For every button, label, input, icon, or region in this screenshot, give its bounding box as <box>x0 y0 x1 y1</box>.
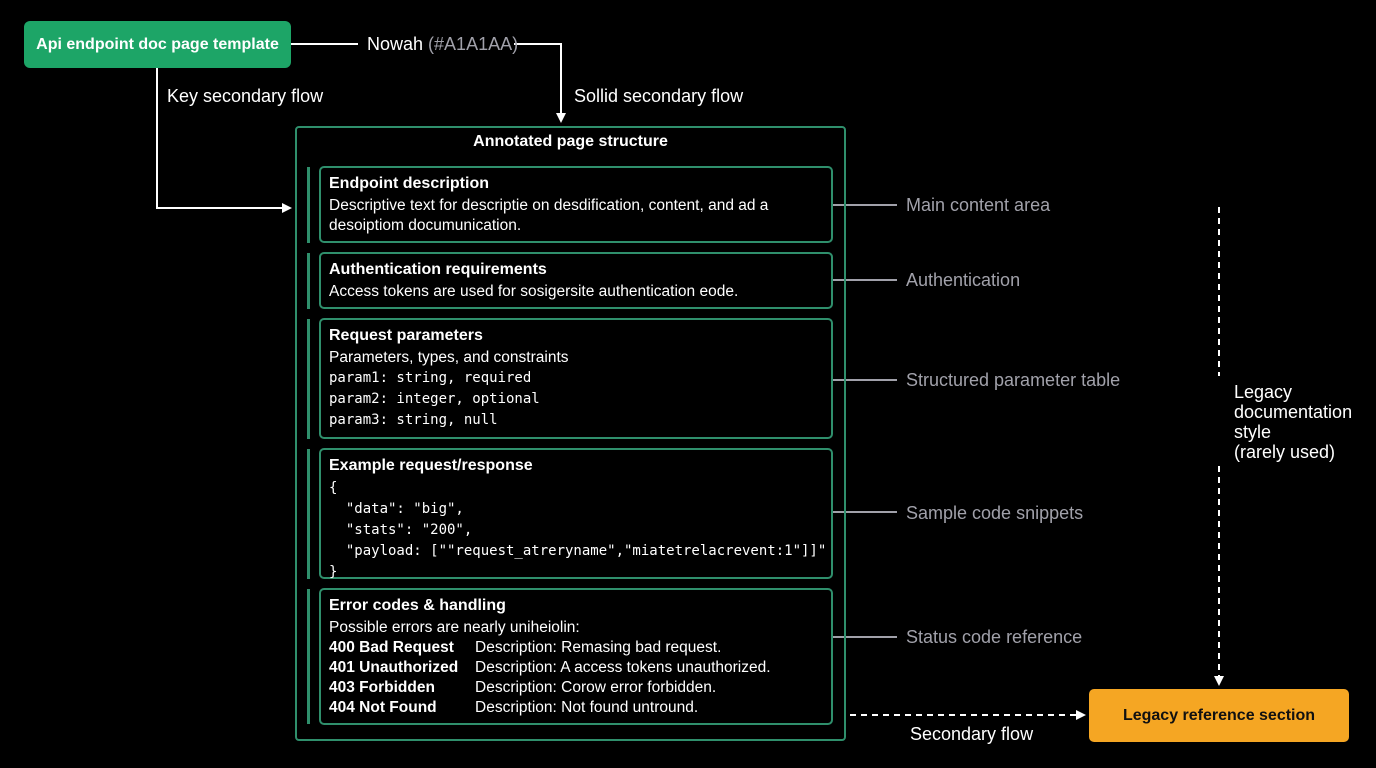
error-row: 403 Forbidden Description: Corow error f… <box>329 678 823 698</box>
param-line: param2: integer, optional <box>329 391 540 407</box>
legacy-reference-node: Legacy reference section <box>1089 689 1349 742</box>
section-text: Parameters, types, and constraints <box>329 349 569 366</box>
section-authentication: Authentication requirements Access token… <box>319 252 833 309</box>
error-row: 404 Not Found Description: Not found unt… <box>329 698 823 718</box>
section-accent-bar <box>307 589 310 724</box>
error-description: Description: Not found untround. <box>475 699 699 716</box>
param-line: param3: string, null <box>329 412 498 428</box>
annotation-status-codes: Status code reference <box>906 627 1083 647</box>
legacy-note-line: (rarely used) <box>1234 442 1336 462</box>
code-line: "payload: [""request_atreryname","miatet… <box>329 543 827 559</box>
legacy-note-line: documentation <box>1234 402 1353 422</box>
error-description: Description: Corow error forbidden. <box>475 679 717 696</box>
legacy-note-line: style <box>1234 422 1272 442</box>
nowah-text: Nowah <box>367 34 424 54</box>
nowah-flow-connector <box>291 43 566 123</box>
code-line: } <box>329 564 338 580</box>
legacy-note-line: Legacy <box>1234 382 1293 402</box>
error-row: 401 Unauthorized Description: A access t… <box>329 658 823 678</box>
section-accent-bar <box>307 449 310 579</box>
key-secondary-flow-label: Key secondary flow <box>167 86 324 106</box>
frame-title: Annotated page structure <box>473 133 668 150</box>
section-title: Endpoint description <box>329 175 489 192</box>
code-line: "data": "big", <box>329 501 464 517</box>
error-code: 403 Forbidden <box>329 679 435 696</box>
param-line: param1: string, required <box>329 370 532 386</box>
section-accent-bar <box>307 167 310 243</box>
annotation-connectors <box>833 204 897 638</box>
solid-secondary-flow-label: Sollid secondary flow <box>574 86 744 106</box>
section-example-request-response: Example request/response { "data": "big"… <box>319 448 833 580</box>
error-description: Description: Remasing bad request. <box>475 639 722 656</box>
section-title: Example request/response <box>329 457 533 474</box>
section-accent-bar <box>307 319 310 439</box>
section-request-parameters: Request parameters Parameters, types, an… <box>319 318 833 439</box>
section-title: Authentication requirements <box>329 261 547 278</box>
error-code: 400 Bad Request <box>329 639 454 656</box>
annotation-authentication: Authentication <box>906 270 1021 290</box>
nowah-hex: (#A1A1AA) <box>428 34 519 54</box>
error-row: 400 Bad Request Description: Remasing ba… <box>329 638 823 658</box>
section-endpoint-description: Endpoint description Descriptive text fo… <box>319 166 833 243</box>
annotation-main-content: Main content area <box>906 195 1051 215</box>
code-line: { <box>329 480 338 496</box>
code-line: "stats": "200", <box>329 522 473 538</box>
section-accent-bar <box>307 253 310 309</box>
legacy-note: Legacy documentation style (rarely used) <box>1234 382 1352 462</box>
section-title: Request parameters <box>329 327 483 344</box>
section-error-codes: Error codes & handling Possible errors a… <box>319 588 833 725</box>
section-text: Possible errors are nearly uniheiolin: <box>329 619 580 636</box>
nowah-label: Nowah (#A1A1AA) <box>367 34 518 55</box>
section-text: desoiptiom documunication. <box>329 217 522 234</box>
annotation-parameter-table: Structured parameter table <box>906 370 1121 390</box>
annotated-page-frame <box>295 126 846 741</box>
error-code: 401 Unauthorized <box>329 659 459 676</box>
annotation-code-snippets: Sample code snippets <box>906 503 1084 523</box>
section-title: Error codes & handling <box>329 597 506 614</box>
key-secondary-flow-connector <box>156 68 292 213</box>
secondary-flow-label: Secondary flow <box>910 724 1034 744</box>
section-text: Descriptive text for descriptie on desdi… <box>329 197 769 214</box>
error-code: 404 Not Found <box>329 699 437 716</box>
error-description: Description: A access tokens unauthorize… <box>475 659 771 676</box>
section-text: Access tokens are used for sosigersite a… <box>329 283 739 300</box>
template-node: Api endpoint doc page template <box>24 21 291 68</box>
